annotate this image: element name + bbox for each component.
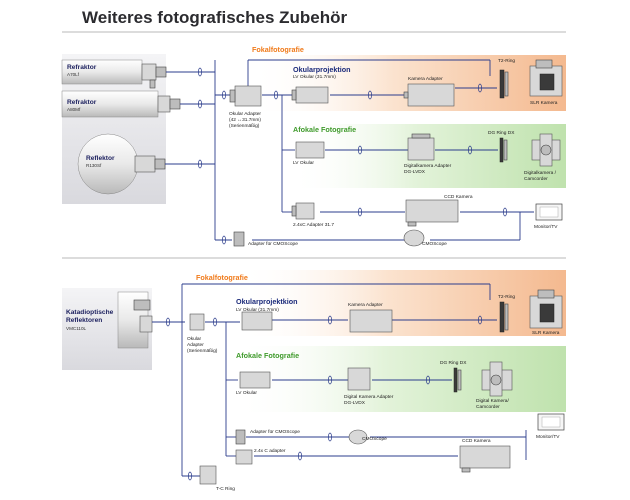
scope-name-bottom: Katadioptische — [66, 309, 114, 316]
monitor-label-top: Monitor/TV — [534, 224, 558, 230]
okular-adapter-label-top: Okular Adapter — [229, 111, 261, 117]
digicam-top — [531, 133, 561, 167]
fokal-label-bottom: Fokalfotografie — [196, 273, 248, 282]
adapter-24-bottom — [235, 449, 253, 465]
dg-ring-label-bottom: DG Ring DX — [440, 360, 467, 366]
ccd-label-bottom: CCD Kamera — [462, 438, 491, 444]
cmos-label-top: CMOScope — [422, 241, 447, 247]
adapter-24-label-bottom: 2.4x C adapter — [254, 448, 286, 454]
afokal-label-bottom: Afokale Fotografie — [236, 351, 299, 360]
dg-ring-top — [499, 137, 508, 163]
dg-ring-label-top: DG Ring DX — [488, 130, 515, 136]
connection-lines-top — [165, 59, 534, 241]
okular-adapter-label2-bottom: Adapter — [187, 342, 204, 348]
digicam-label2-bottom: Camcorder — [476, 404, 500, 410]
digi-adapter-top — [407, 133, 435, 161]
okular-adapter-bottom — [189, 313, 205, 331]
dg-ring-bottom — [453, 367, 462, 393]
afokal-label-top: Afokale Fotografie — [293, 125, 356, 134]
digicam-label-bottom: Digital Kamera/ — [476, 398, 509, 404]
adapter-24-label-top: 2.4xC Adapter 31.7 — [293, 222, 334, 228]
okular-adapter-label3-bottom: (Serienmäßig) — [187, 348, 218, 354]
scope-model-3: R130Sf — [86, 163, 102, 168]
ccd-camera-top — [405, 199, 459, 227]
t2-ring-top — [499, 69, 509, 99]
t2-ring-label-bottom: T2-Ring — [498, 294, 515, 300]
lv-okular-bottom — [241, 311, 273, 331]
fokal-label-top: Fokalfotografie — [252, 45, 304, 54]
okular-sub-bottom: LV Okular (31.7mm) — [236, 307, 279, 313]
afokal-sub-top: LV Okular — [293, 160, 314, 166]
digi-adapter-bottom — [347, 367, 371, 391]
lv-okular-afokal-bottom — [239, 371, 271, 389]
cmos-adapter-label-bottom: Adapter für CMOScope — [250, 429, 300, 435]
digi-adapter-label2-top: DG-LVDX — [404, 169, 426, 175]
okular-adapter-label3-top: (Serienmäßig) — [229, 123, 260, 129]
tc-ring-bottom — [199, 465, 217, 485]
okular-sub-top: LV Okular (31.7mm) — [293, 74, 336, 80]
cmos-adapter-label-top: Adapter für CMOScope — [248, 241, 298, 247]
cmos-adapter-top — [233, 231, 245, 247]
coupling-rings-bottom — [166, 315, 482, 481]
digicam-label2-top: Camcorder — [524, 176, 548, 182]
monitor-label-bottom: Monitor/TV — [536, 434, 560, 440]
kamera-adapter-bottom — [349, 309, 393, 333]
ccd-label-top: CCD Kamera — [444, 194, 473, 200]
okular-adapter-label2-top: (42 ↔31.7mm) — [229, 117, 261, 123]
refraktor-a70lf — [61, 59, 167, 89]
tc-ring-label-bottom: T-C Ring — [216, 486, 235, 492]
digi-adapter-label-bottom: Digital Kamera Adapter — [344, 394, 394, 400]
digicam-bottom — [481, 361, 513, 397]
kamera-adapter-top — [403, 83, 455, 107]
ccd-camera-bottom — [459, 445, 511, 473]
cmoscope-top — [403, 229, 425, 247]
slr-camera-top — [529, 59, 563, 97]
cmoscope-bottom — [348, 429, 368, 445]
okular-label-top: Okularprojektion — [293, 65, 351, 74]
okular-adapter-top — [229, 85, 262, 107]
scope-name-2: Refraktor — [67, 99, 97, 106]
vmc110l-scope — [117, 291, 153, 349]
cmos-adapter-bottom — [235, 429, 246, 445]
okular-label-bottom: Okularprojektkion — [236, 297, 298, 306]
kamera-adapter-label-top: Kamera Adapter — [408, 76, 443, 82]
digi-adapter-label2-bottom: DG-LVDX — [344, 400, 366, 406]
scope-model-1: A70Lf — [67, 72, 80, 77]
scope-name2-bottom: Reflektoren — [66, 317, 102, 324]
connection-lines-bottom — [152, 283, 527, 477]
adapter-24-top — [291, 202, 315, 220]
okular-adapter-label-bottom: Okular — [187, 336, 202, 342]
cmos-label-bottom: CMOScope — [362, 436, 387, 442]
scope-name-3: Reflektor — [86, 155, 115, 162]
refraktor-a80mf — [61, 90, 181, 118]
digi-adapter-label-top: Digitalkamera Adapter — [404, 163, 452, 169]
scope-model-2: A80Mf — [67, 107, 81, 112]
coupling-rings-top — [198, 67, 507, 245]
monitor-bottom — [537, 413, 565, 431]
monitor-top — [535, 203, 563, 221]
slr-camera-bottom — [529, 289, 563, 329]
page-title: Weiteres fotografisches Zubehör — [82, 8, 348, 27]
digicam-label-top: Digitalkamera / — [524, 170, 557, 176]
afokal-sub-bottom: LV Okular — [236, 390, 257, 396]
slr-label-top: SLR Kamera — [530, 100, 558, 106]
slr-label-bottom: SLR Kamera — [532, 330, 560, 336]
scope-model-bottom: VMC110L — [66, 326, 87, 331]
lv-okular-top — [291, 86, 329, 104]
t2-ring-bottom — [499, 301, 509, 333]
reflektor-r130sf — [77, 133, 166, 195]
t2-ring-label-top: T2-Ring — [498, 58, 515, 64]
scope-name-1: Refraktor — [67, 64, 97, 71]
lv-okular-afokal-top — [295, 141, 325, 159]
kamera-adapter-label-bottom: Kamera Adapter — [348, 302, 383, 308]
fokal-band-bottom — [240, 270, 566, 336]
